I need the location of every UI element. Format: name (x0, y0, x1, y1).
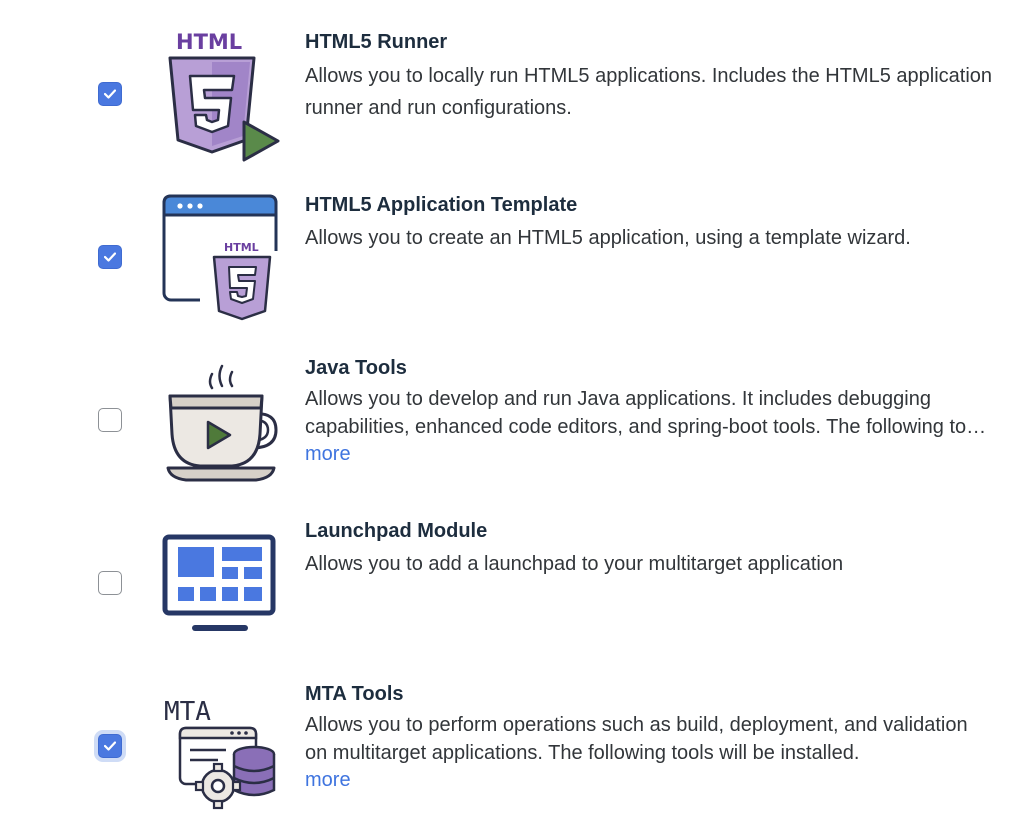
item-description: Allows you to develop and run Java appli… (305, 388, 992, 438)
html-label: HTML (224, 241, 259, 254)
item-title: HTML5 Application Template (305, 194, 578, 216)
more-link[interactable]: more (305, 443, 351, 465)
item-description: Allows you to locally run HTML5 applicat… (305, 65, 993, 119)
item-title: MTA Tools (305, 683, 404, 705)
item-description: Allows you to add a launchpad to your mu… (305, 553, 844, 575)
checkmark-icon (104, 89, 116, 99)
item-description: Allows you to create an HTML5 applicatio… (305, 227, 911, 249)
item-title: HTML5 Runner (305, 31, 448, 53)
more-link[interactable]: more (305, 769, 351, 791)
checkbox-java-tools[interactable] (98, 408, 122, 432)
list-item-html5-runner: HTML HTML5 Runner Allows you to locally … (0, 0, 1024, 163)
checkbox-html5-template[interactable] (98, 245, 122, 269)
item-description: Allows you to perform operations such as… (305, 714, 968, 764)
html-label: HTML (176, 30, 242, 54)
html5-template-icon: HTML (160, 193, 284, 323)
list-item-mta-tools: MTA M (0, 652, 1024, 815)
checkmark-icon (104, 252, 116, 262)
item-title: Launchpad Module (305, 520, 488, 542)
list-item-java-tools: Java Tools Allows you to develop and run… (0, 326, 1024, 489)
launchpad-monitor-icon (160, 533, 284, 661)
list-item-launchpad-module: Launchpad Module Allows you to add a lau… (0, 489, 1024, 652)
checkbox-mta-tools[interactable] (98, 734, 122, 758)
java-cup-icon (160, 362, 284, 490)
checkbox-launchpad-module[interactable] (98, 571, 122, 595)
list-item-html5-template: HTML HTML5 Application Template Allows y… (0, 163, 1024, 326)
html5-runner-icon: HTML (160, 28, 284, 162)
checkmark-icon (104, 741, 116, 751)
checkbox-html5-runner[interactable] (98, 82, 122, 106)
mta-tools-icon: MTA (160, 692, 284, 818)
mta-label: MTA (164, 697, 211, 727)
item-title: Java Tools (305, 357, 407, 379)
